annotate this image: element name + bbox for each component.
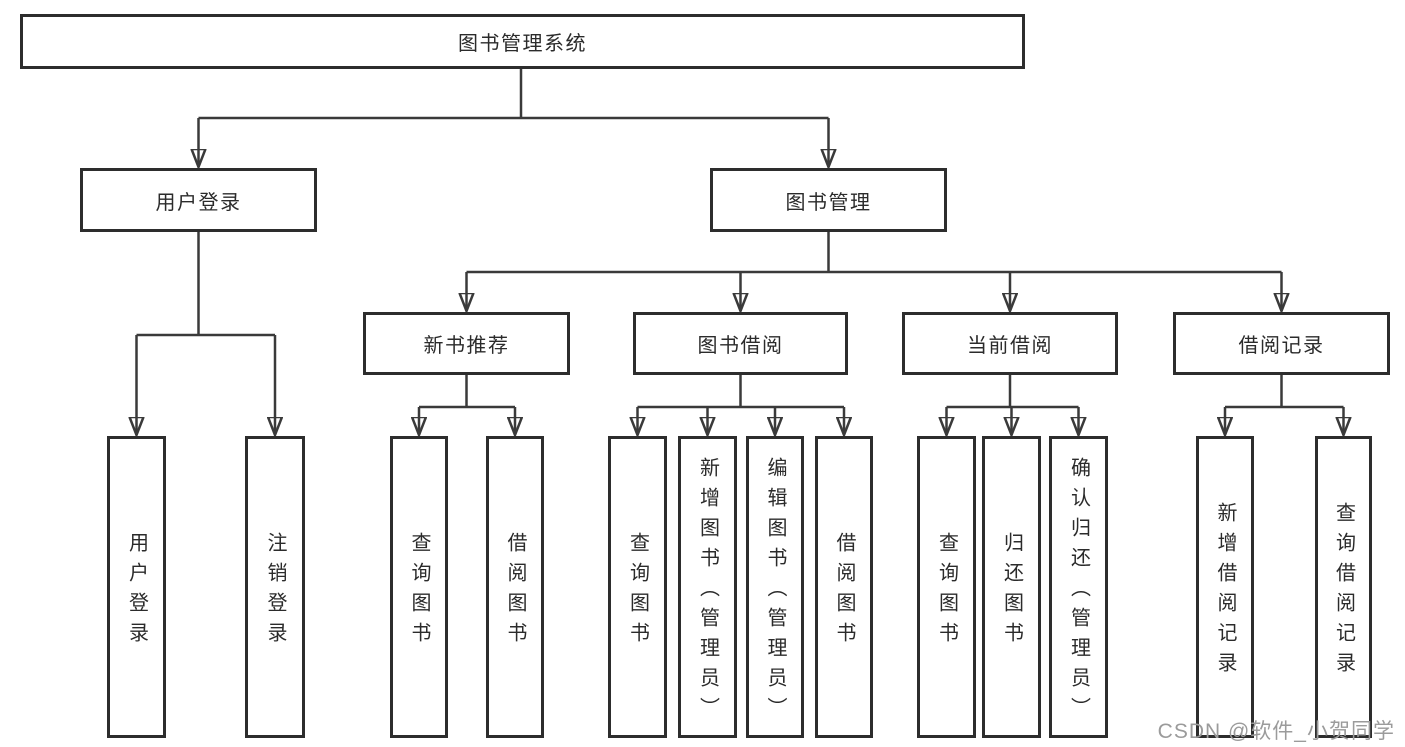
node-query-borrow-record: 查询借阅记录 xyxy=(1315,436,1372,738)
node-query-books-2: 查询图书 xyxy=(608,436,667,738)
node-add-borrow-record-label: 新增借阅记录 xyxy=(1214,502,1236,682)
node-return-book: 归还图书 xyxy=(982,436,1041,738)
node-book-borrowing: 图书借阅 xyxy=(633,312,848,375)
node-edit-book-admin-label: 编辑图书（管理员） xyxy=(764,457,786,727)
node-add-book-admin: 新增图书（管理员） xyxy=(678,436,737,738)
node-user-login-group: 用户登录 xyxy=(80,168,317,232)
node-library-system: 图书管理系统 xyxy=(20,14,1025,69)
node-add-borrow-record: 新增借阅记录 xyxy=(1196,436,1254,738)
node-query-books-3-label: 查询图书 xyxy=(935,532,958,652)
node-add-book-admin-label: 新增图书（管理员） xyxy=(696,457,719,727)
node-borrow-books-1: 借阅图书 xyxy=(486,436,544,738)
node-query-borrow-record-label: 查询借阅记录 xyxy=(1332,502,1355,682)
node-logout-label: 注销登录 xyxy=(264,532,286,652)
node-user-login: 用户登录 xyxy=(107,436,166,738)
node-confirm-return-admin-label: 确认归还（管理员） xyxy=(1067,457,1090,727)
node-borrowing-records: 借阅记录 xyxy=(1173,312,1390,375)
node-query-books-3: 查询图书 xyxy=(917,436,976,738)
node-book-management: 图书管理 xyxy=(710,168,947,232)
node-user-login-label: 用户登录 xyxy=(125,532,148,652)
node-logout: 注销登录 xyxy=(245,436,305,738)
node-current-borrowing: 当前借阅 xyxy=(902,312,1118,375)
node-confirm-return-admin: 确认归还（管理员） xyxy=(1049,436,1108,738)
node-return-book-label: 归还图书 xyxy=(1000,532,1023,652)
node-query-books-2-label: 查询图书 xyxy=(626,532,649,652)
node-borrow-books-1-label: 借阅图书 xyxy=(504,532,526,652)
watermark: CSDN @软件_小贺同学 xyxy=(1157,720,1395,743)
node-new-book-recommend: 新书推荐 xyxy=(363,312,570,375)
node-borrow-books-2: 借阅图书 xyxy=(815,436,873,738)
node-query-books-1-label: 查询图书 xyxy=(408,532,430,652)
node-borrow-books-2-label: 借阅图书 xyxy=(833,532,855,652)
node-edit-book-admin: 编辑图书（管理员） xyxy=(746,436,804,738)
node-query-books-1: 查询图书 xyxy=(390,436,448,738)
